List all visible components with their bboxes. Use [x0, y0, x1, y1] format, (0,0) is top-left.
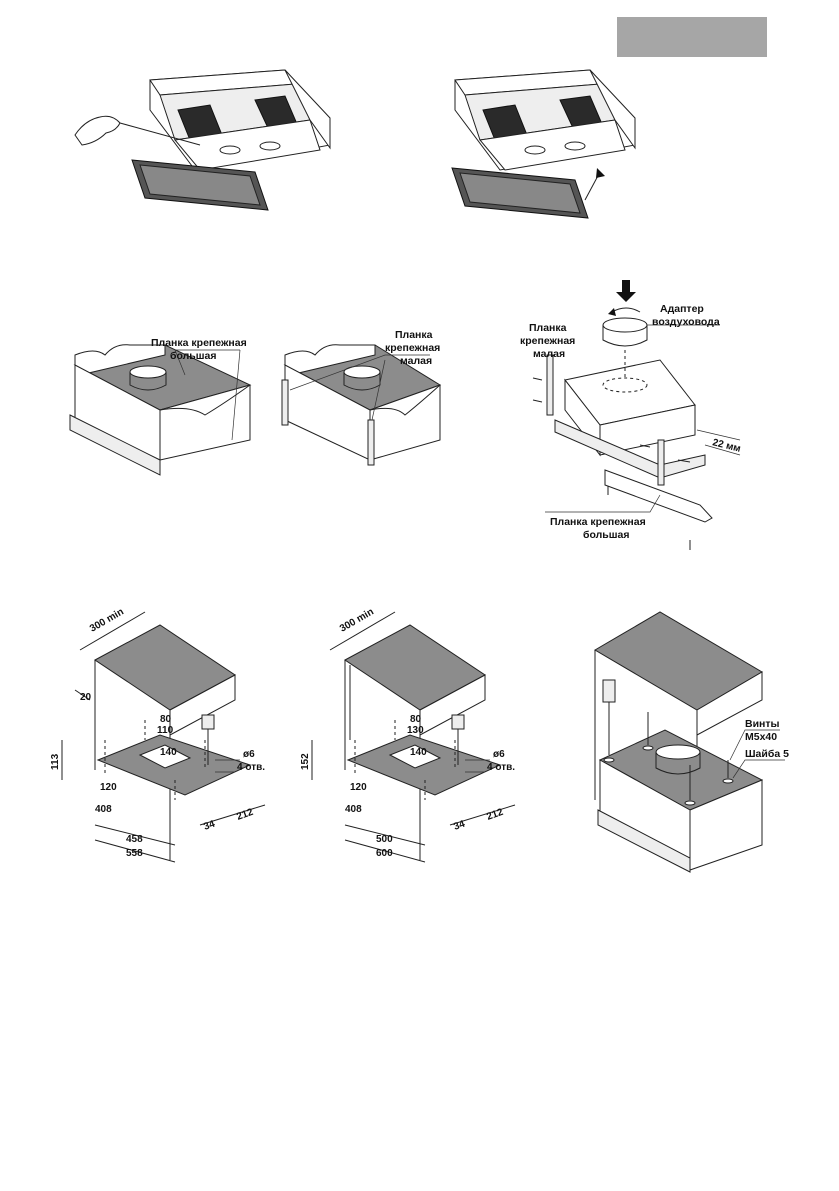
- cabinet-small-bar-figure: Планка крепежная малая: [281, 329, 442, 466]
- d120-2: 120: [350, 782, 367, 793]
- screws-label-line2: M5x40: [745, 731, 777, 743]
- w-inner-2: 500: [376, 834, 393, 845]
- arrow-down-icon: [616, 280, 636, 302]
- d80: 80: [160, 714, 172, 725]
- small-bar-label-line1: Планка: [395, 329, 433, 341]
- height-dimension-2: 152: [300, 753, 311, 770]
- w-inner: 458: [126, 834, 143, 845]
- d140: 140: [160, 747, 177, 758]
- small-bar-label-line3: малая: [400, 355, 432, 367]
- grease-filter-right: [451, 167, 589, 219]
- exploded-small-bar-line3: малая: [533, 348, 565, 360]
- grease-filter-left: [131, 159, 269, 211]
- d140-2: 140: [410, 747, 427, 758]
- d130: 130: [407, 725, 424, 736]
- hood-filter-removal-figure: [74, 69, 331, 211]
- d34: 34: [202, 819, 217, 833]
- exploded-small-bar-line2: крепежная: [520, 335, 575, 347]
- adapter-label-line2: воздуховода: [652, 316, 720, 328]
- template-middle-figure: 300 min 80 130 140 ø6 4 отв. 152 120 408…: [300, 606, 515, 863]
- large-bar-label-line1: Планка крепежная: [151, 337, 247, 349]
- exploded-small-bar-line1: Планка: [529, 322, 567, 334]
- holes-count-2: 4 отв.: [487, 762, 515, 773]
- screwdriver-icon: [602, 679, 616, 703]
- washer-label: Шайба 5: [745, 748, 789, 760]
- exploded-large-bar-line1: Планка крепежная: [550, 516, 646, 528]
- template-left-figure: 300 min 20 80 110 140 ø6 4 отв. 113 120 …: [50, 606, 265, 863]
- exploded-large-bar-line2: большая: [583, 529, 629, 541]
- gap-dimension: 22 мм: [711, 437, 742, 455]
- exploded-assembly-figure: Адаптер воздуховода Планка крепежная мал…: [520, 280, 742, 550]
- w-outer: 558: [126, 848, 143, 859]
- small-bar-label-line2: крепежная: [385, 342, 440, 354]
- depth-dimension-2: 300 min: [338, 606, 376, 634]
- cabinet-large-bar-figure: Планка крепежная большая: [69, 337, 252, 476]
- d120: 120: [100, 782, 117, 793]
- side-dimension: 20: [80, 692, 92, 703]
- large-bar-label-line2: большая: [170, 350, 216, 362]
- adapter-label-line1: Адаптер: [660, 303, 704, 315]
- holes-count: 4 отв.: [237, 762, 265, 773]
- hole-dimension-2: ø6: [493, 749, 505, 760]
- hood-filter-install-figure: [451, 69, 636, 219]
- w-outer-2: 600: [376, 848, 393, 859]
- d408-2: 408: [345, 804, 362, 815]
- d80-2: 80: [410, 714, 422, 725]
- hole-dimension: ø6: [243, 749, 255, 760]
- d408: 408: [95, 804, 112, 815]
- d34-2: 34: [452, 819, 467, 833]
- depth-dimension: 300 min: [88, 606, 126, 634]
- screws-label-line1: Винты: [745, 718, 780, 730]
- d110: 110: [157, 725, 174, 736]
- rotate-arrow-icon: [611, 307, 641, 313]
- mounting-figure: Винты M5x40 Шайба 5: [594, 611, 789, 873]
- header-tab: [617, 17, 767, 57]
- height-dimension: 113: [50, 753, 61, 770]
- arrow-up-icon: [596, 168, 605, 178]
